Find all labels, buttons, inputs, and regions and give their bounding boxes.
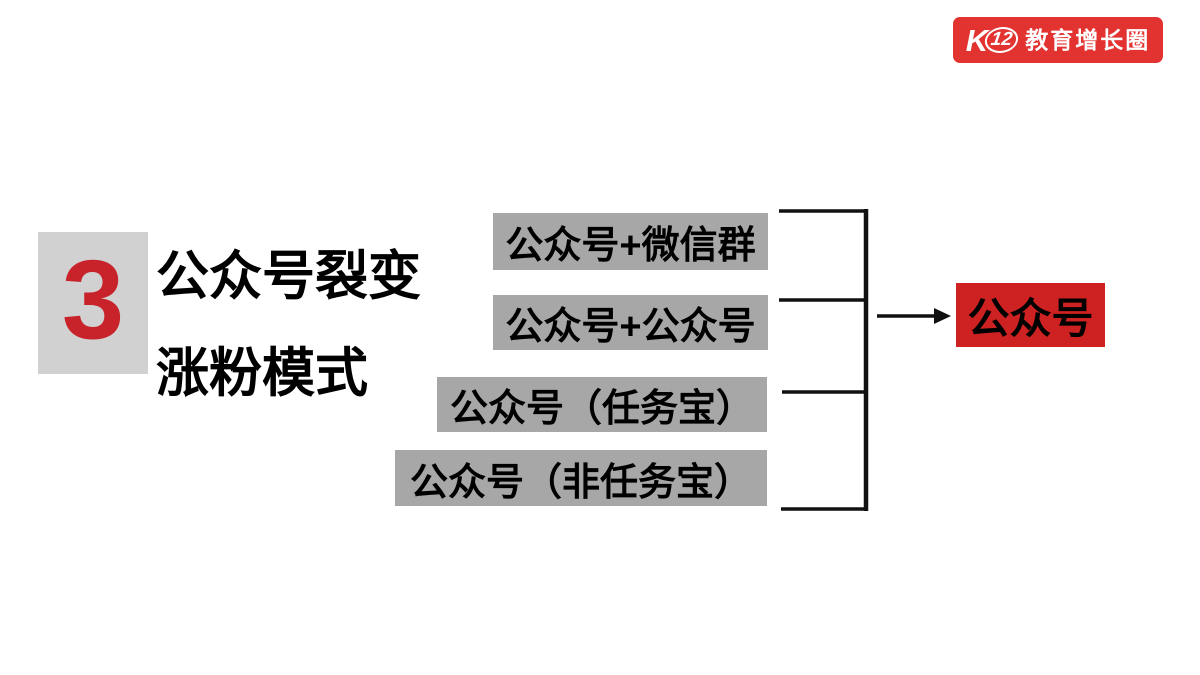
diagram-box-gzh-non-renwubao: 公众号（非任务宝）: [395, 450, 767, 506]
section-number: 3: [61, 237, 125, 362]
slide-title-line2: 涨粉模式: [156, 344, 368, 403]
arrow-icon: [877, 308, 951, 324]
slide-title-line1: 公众号裂变: [156, 247, 421, 306]
diagram-result-box: 公众号: [956, 283, 1105, 347]
bracket-lines: [779, 209, 869, 511]
logo-k-letter: K: [965, 22, 988, 58]
section-number-badge: 3: [38, 232, 148, 374]
logo-brand-text: 教育增长圈: [1025, 26, 1151, 53]
diagram-box-gzh-wechat-group: 公众号+微信群: [493, 213, 768, 270]
diagram-box-gzh-renwubao: 公众号（任务宝）: [437, 377, 767, 432]
diagram-box-gzh-gzh: 公众号+公众号: [493, 295, 768, 350]
k12-logo: K 12 教育增长圈: [953, 17, 1163, 63]
k12-logo-mark: K 12: [965, 22, 1021, 58]
